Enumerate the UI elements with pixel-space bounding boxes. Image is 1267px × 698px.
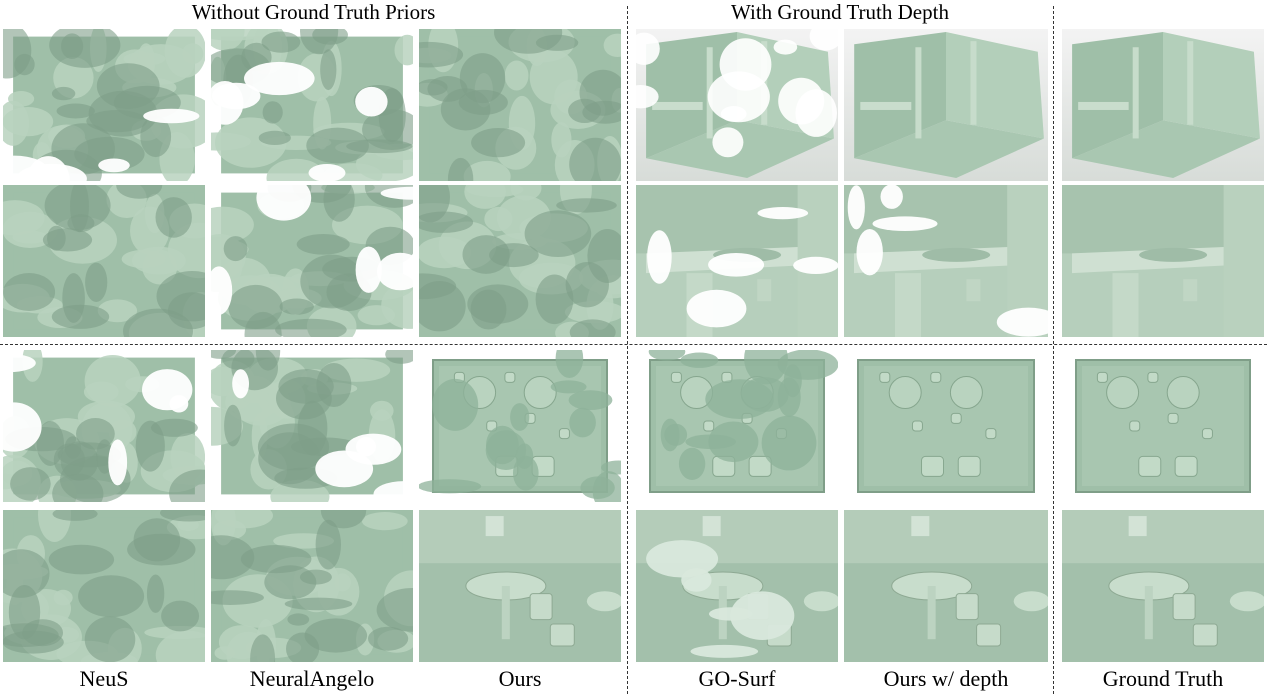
column-label-ground-truth: Ground Truth [1102, 666, 1224, 691]
tile-scene-2-overview-neuralangelo [211, 350, 413, 502]
mesh-render-scene-2-overview-neuralangelo [211, 350, 413, 502]
tile-scene-1-overview-ground-truth [1062, 29, 1264, 181]
tile-scene-2-closeup-neus [3, 510, 205, 662]
mesh-render-scene-2-closeup-ours-depth [844, 510, 1048, 662]
mesh-render-scene-2-overview-ours [419, 350, 621, 502]
tile-scene-1-closeup-ground-truth [1062, 185, 1264, 337]
mesh-render-scene-2-closeup-neus [3, 510, 205, 662]
mesh-render-scene-1-closeup-ours-depth [844, 185, 1048, 337]
mesh-render-scene-1-closeup-neus [3, 185, 205, 337]
tile-scene-2-overview-go-surf [636, 350, 838, 502]
mesh-render-scene-1-overview-ours-depth [844, 29, 1048, 181]
tile-scene-1-overview-neuralangelo [211, 29, 413, 181]
group-header-with-depth: With Ground Truth Depth [731, 0, 949, 24]
mesh-render-scene-1-overview-go-surf [636, 29, 838, 181]
tile-scene-2-overview-ground-truth [1062, 350, 1264, 502]
tile-scene-1-overview-ours [419, 29, 621, 181]
tile-scene-1-closeup-ours-depth [844, 185, 1048, 337]
divider-horizontal [0, 344, 1267, 345]
tile-scene-2-closeup-ground-truth [1062, 510, 1264, 662]
mesh-render-scene-2-closeup-go-surf [636, 510, 838, 662]
mesh-render-scene-2-closeup-neuralangelo [211, 510, 413, 662]
mesh-render-scene-2-overview-ground-truth [1062, 350, 1264, 502]
mesh-render-scene-1-closeup-go-surf [636, 185, 838, 337]
mesh-render-scene-2-overview-neus [3, 350, 205, 502]
tile-scene-1-overview-neus [3, 29, 205, 181]
tile-scene-2-closeup-ours [419, 510, 621, 662]
mesh-render-scene-1-closeup-ours [419, 185, 621, 337]
tile-scene-1-overview-go-surf [636, 29, 838, 181]
tile-scene-2-overview-neus [3, 350, 205, 502]
group-header-without-priors: Without Ground Truth Priors [191, 0, 436, 24]
tile-scene-2-closeup-ours-depth [844, 510, 1048, 662]
divider-vertical-1 [627, 6, 628, 694]
column-label-go-surf: GO-Surf [698, 666, 776, 691]
tile-scene-1-overview-ours-depth [844, 29, 1048, 181]
mesh-render-scene-2-closeup-ours [419, 510, 621, 662]
mesh-render-scene-1-overview-ground-truth [1062, 29, 1264, 181]
mesh-render-scene-1-closeup-ground-truth [1062, 185, 1264, 337]
divider-vertical-2 [1053, 6, 1054, 694]
tile-scene-1-closeup-neuralangelo [211, 185, 413, 337]
mesh-render-scene-1-overview-neuralangelo [211, 29, 413, 181]
tile-scene-1-closeup-neus [3, 185, 205, 337]
tile-scene-2-overview-ours [419, 350, 621, 502]
column-label-ours-with-depth: Ours w/ depth [883, 666, 1009, 691]
tile-scene-2-closeup-neuralangelo [211, 510, 413, 662]
column-label-neuralangelo: NeuralAngelo [249, 666, 375, 691]
tile-scene-1-closeup-ours [419, 185, 621, 337]
tile-scene-2-overview-ours-depth [844, 350, 1048, 502]
column-label-neus: NeuS [79, 666, 129, 691]
mesh-render-scene-1-overview-ours [419, 29, 621, 181]
mesh-render-scene-2-overview-ours-depth [844, 350, 1048, 502]
tile-scene-1-closeup-go-surf [636, 185, 838, 337]
mesh-render-scene-2-overview-go-surf [636, 350, 838, 502]
column-label-ours: Ours [498, 666, 542, 691]
mesh-render-scene-1-closeup-neuralangelo [211, 185, 413, 337]
tile-scene-2-closeup-go-surf [636, 510, 838, 662]
mesh-render-scene-2-closeup-ground-truth [1062, 510, 1264, 662]
mesh-render-scene-1-overview-neus [3, 29, 205, 181]
